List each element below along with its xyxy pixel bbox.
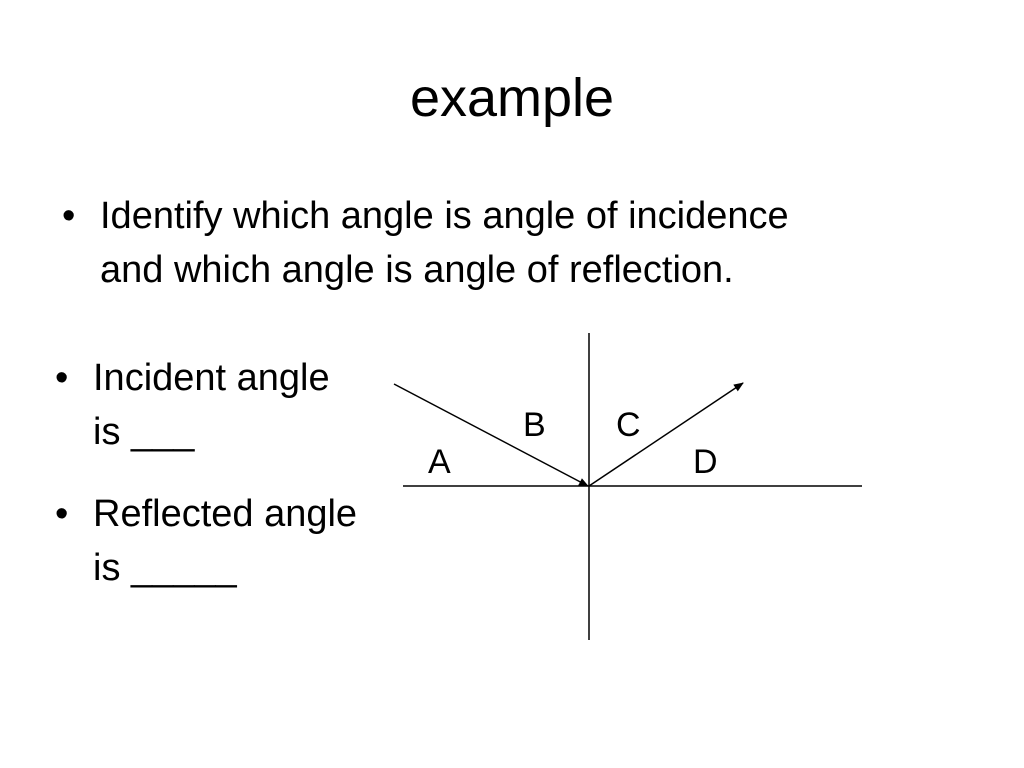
prompt-line-2: and which angle is angle of reflection. (100, 249, 734, 291)
question-incident-line-1: Incident angle (93, 357, 330, 399)
question-incident-line-2: is ___ (93, 411, 195, 453)
bullet-dot: • (55, 357, 69, 399)
angle-label-d: D (693, 443, 718, 481)
slide-title: example (409, 68, 615, 128)
prompt-bullet: • Identify which angle is angle of incid… (62, 189, 962, 297)
reflected-ray-arrow (588, 382, 744, 487)
question-reflected-line-2: is _____ (93, 547, 237, 589)
incident-ray-arrow (393, 383, 589, 487)
question-reflected-line-1: Reflected angle (93, 493, 358, 535)
prompt-line-1: Identify which angle is angle of inciden… (100, 195, 789, 237)
prompt-bullet-row: • Identify which angle is angle of incid… (62, 189, 962, 297)
angle-label-a: A (428, 443, 451, 481)
question-reflected: • Reflected angle is _____ (55, 487, 415, 595)
bullet-dot: • (62, 195, 76, 237)
bullet-dot: • (55, 493, 69, 535)
question-incident: • Incident angle is ___ (55, 351, 415, 459)
angle-label-b: B (523, 406, 546, 444)
question-list: • Incident angle is ___ • Reflected angl… (55, 351, 415, 595)
angle-label-c: C (616, 406, 641, 444)
